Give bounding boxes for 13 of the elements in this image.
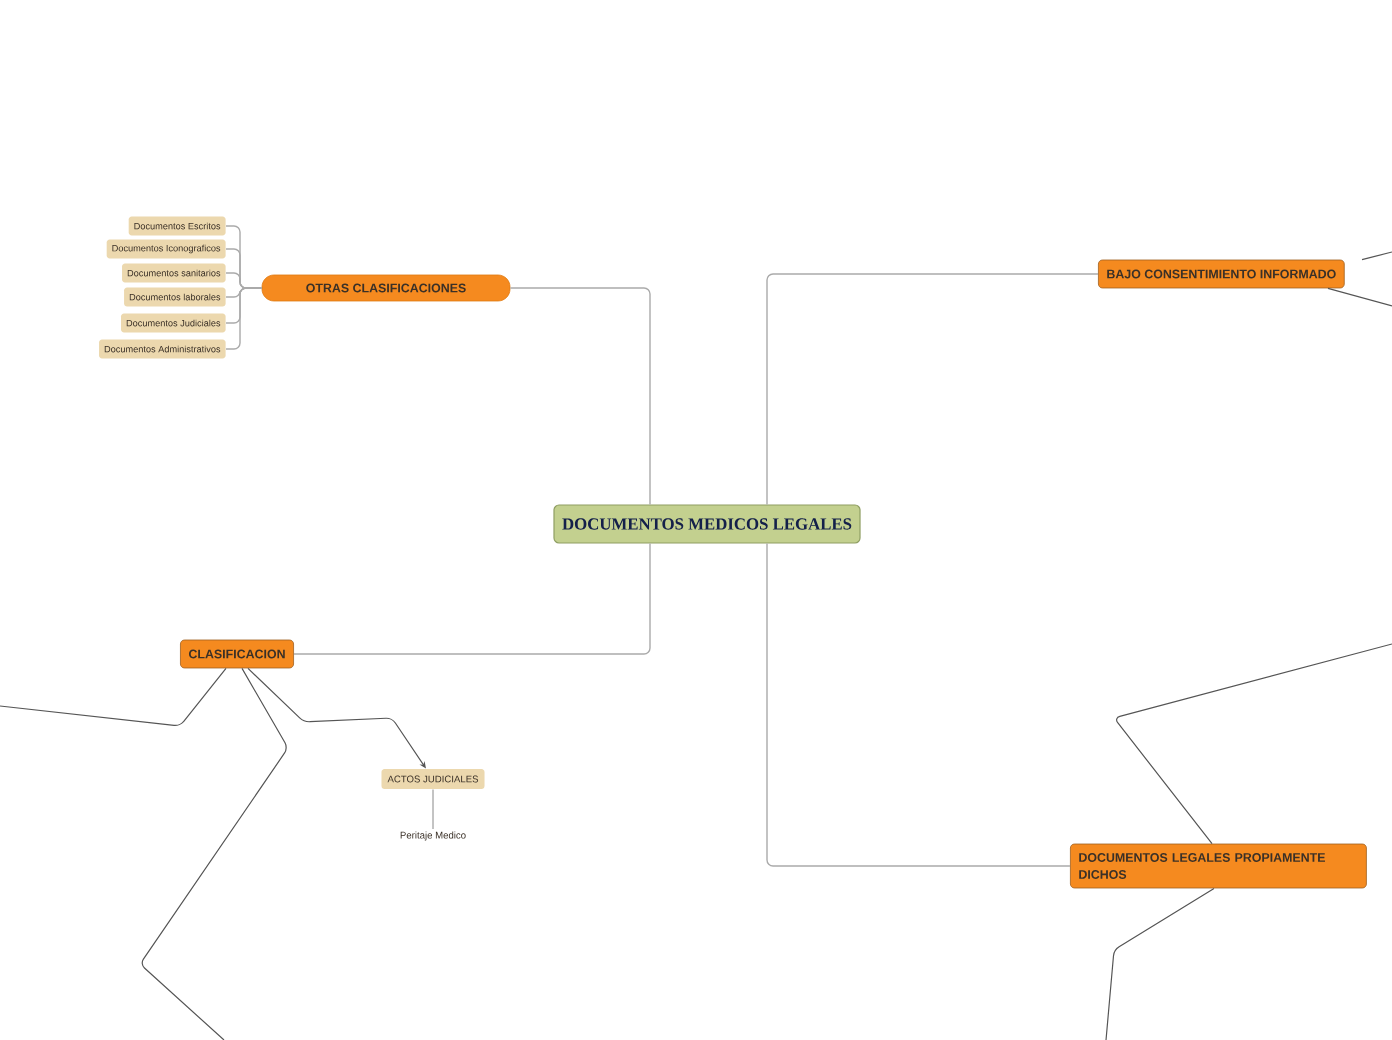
connector-line xyxy=(1361,251,1392,261)
connector-line xyxy=(509,287,651,506)
connector-line xyxy=(1116,643,1392,845)
central-topic-box: DOCUMENTOS MEDICOS LEGALES xyxy=(553,504,861,544)
connector-line xyxy=(0,667,227,726)
connector-line xyxy=(432,788,434,830)
connector-line xyxy=(766,273,1099,506)
connector-line xyxy=(293,542,651,655)
connector-line xyxy=(766,542,1071,867)
connector-line xyxy=(141,667,287,1040)
connector-line xyxy=(1105,887,1215,1040)
connector-line xyxy=(225,287,263,350)
connector-line xyxy=(1327,287,1392,307)
